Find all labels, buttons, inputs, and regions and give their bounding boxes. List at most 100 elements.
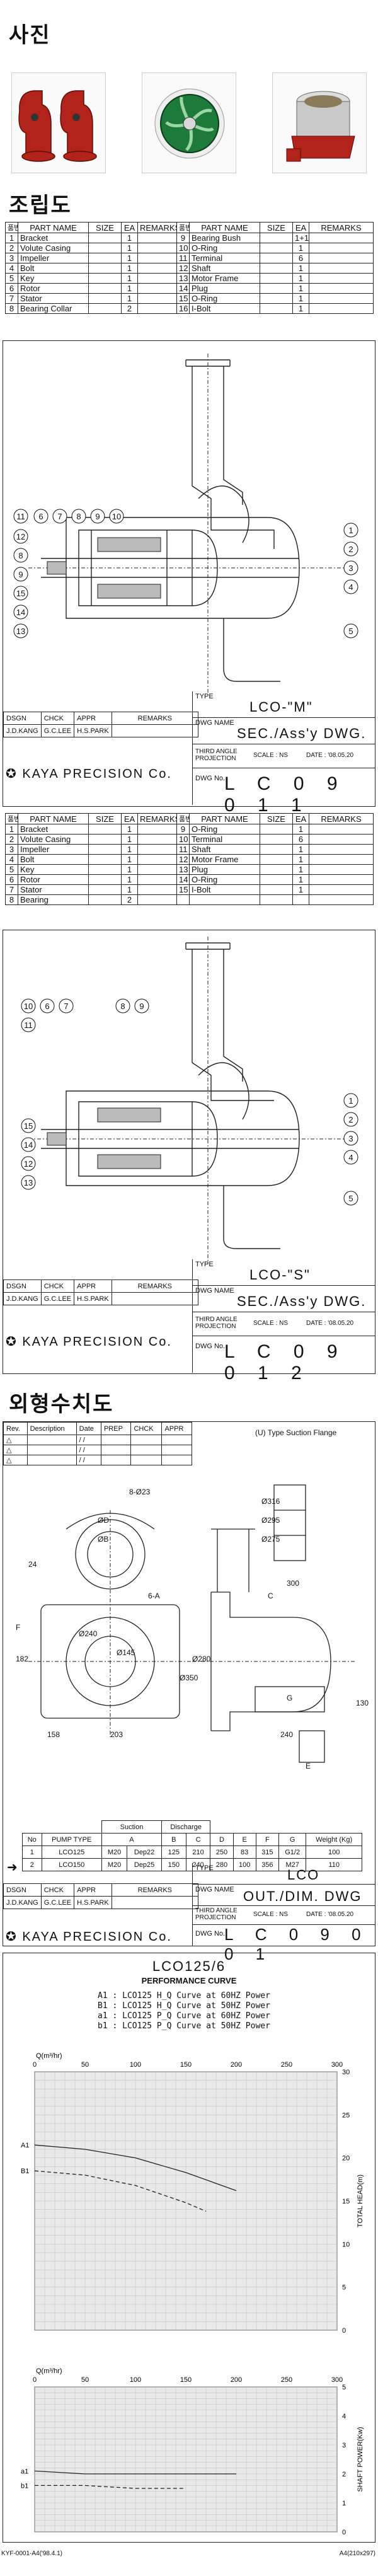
dwg-no-label: DWG No. <box>195 1930 226 1938</box>
svg-text:4: 4 <box>348 1153 353 1162</box>
appr-label: APPR <box>74 1883 112 1897</box>
part-remarks <box>137 293 177 304</box>
part-remarks <box>309 303 374 314</box>
photo-motor <box>272 72 367 173</box>
remarks-label: REMARKS <box>111 1883 199 1897</box>
rev-cell <box>100 1455 132 1465</box>
company-name: ✪ KAYA PRECISION Co. <box>6 1334 172 1349</box>
parts-table-s: 품번 NO PART NAME SIZE EA REMARKS 품번 NO PA… <box>5 813 374 905</box>
svg-text:4: 4 <box>348 582 353 592</box>
part-size <box>260 293 293 304</box>
dwg-number: L C 0 9 0 1 2 <box>224 1341 346 1383</box>
part-size <box>260 844 293 855</box>
dimension-label: Ø316 <box>261 1497 280 1506</box>
part-size <box>260 253 293 263</box>
rev-cell: △ <box>3 1445 28 1455</box>
head-tick-label: 20 <box>342 2155 350 2163</box>
pump-header: B <box>161 1833 186 1846</box>
part-ea: 1 <box>121 824 138 835</box>
power-tick-label: 2 <box>342 2471 346 2478</box>
part-remarks <box>137 844 177 855</box>
company-logo-icon: ✪ <box>6 1930 18 1944</box>
part-remarks <box>309 864 374 875</box>
part-name: Impeller <box>18 253 89 263</box>
part-ea: 1 <box>121 834 138 845</box>
x-tick-top: 0 <box>33 2061 37 2069</box>
part-name: I-Bolt <box>189 884 260 895</box>
svg-text:13: 13 <box>16 627 25 636</box>
part-name: Bracket <box>18 233 89 243</box>
pump-header: PUMP TYPE <box>41 1833 102 1846</box>
date-value: DATE : '08.05.20 <box>306 1320 354 1327</box>
part-no: 15 <box>176 293 190 304</box>
header-ea: EA <box>292 222 309 233</box>
x-tick-mid: 0 <box>33 2376 37 2384</box>
part-ea: 1 <box>121 844 138 855</box>
part-name: Bearing Collar <box>18 303 89 314</box>
part-name: O-Ring <box>189 824 260 835</box>
header-name: PART NAME <box>18 222 89 233</box>
svg-text:8: 8 <box>18 551 23 560</box>
part-no: 12 <box>176 263 190 274</box>
dimension-label: Ø295 <box>261 1516 280 1525</box>
svg-text:1: 1 <box>348 526 353 535</box>
date-value: DATE : '08.05.20 <box>306 1911 354 1918</box>
x-tick-mid: 300 <box>331 2376 343 2384</box>
pump-cell: 250 <box>210 1845 234 1859</box>
part-remarks <box>137 233 177 243</box>
scale-value: SCALE : NS <box>253 1911 289 1918</box>
rev-cell: / / <box>76 1445 101 1455</box>
series-label: b1 <box>21 2482 28 2490</box>
part-remarks <box>309 824 374 835</box>
svg-text:2: 2 <box>348 1115 353 1124</box>
part-size <box>88 233 122 243</box>
svg-text:3: 3 <box>348 1134 353 1143</box>
series-label: A1 <box>21 2142 29 2149</box>
type-label: TYPE <box>195 693 214 700</box>
photos-title: 사진 <box>9 23 51 48</box>
dimension-label: C <box>268 1591 273 1600</box>
head-tick-label: 30 <box>342 2069 350 2076</box>
header-no: 품번 NO <box>176 813 190 824</box>
part-remarks <box>137 874 177 885</box>
flange-caption: (U) Type Suction Flange <box>255 1428 337 1437</box>
x-axis-label: Q(m³/hr) <box>36 2367 62 2375</box>
part-ea: 1 <box>292 864 309 875</box>
svg-text:9: 9 <box>95 512 100 521</box>
company-name: ✪ KAYA PRECISION Co. <box>6 1929 172 1944</box>
part-no: 3 <box>5 253 18 263</box>
head-tick-label: 25 <box>342 2111 350 2119</box>
x-tick-top: 250 <box>281 2061 292 2069</box>
pump-cell: M27 <box>278 1858 307 1871</box>
part-remarks <box>137 864 177 875</box>
part-ea: 1 <box>292 263 309 274</box>
svg-text:11: 11 <box>16 512 25 521</box>
part-remarks <box>137 263 177 274</box>
svg-text:14: 14 <box>24 1140 33 1150</box>
part-ea: 1 <box>121 884 138 895</box>
pump-cell: Dep22 <box>127 1845 162 1859</box>
dwg-name-label: DWG NAME <box>195 1287 234 1295</box>
dimension-label: F <box>16 1623 20 1632</box>
pump-cell: Dep25 <box>127 1858 162 1871</box>
dimension-label: ØB <box>98 1535 108 1544</box>
svg-text:6: 6 <box>38 512 43 521</box>
part-size <box>260 824 293 835</box>
dsgn-value: J.D.KANG <box>3 1292 42 1305</box>
part-name: Terminal <box>189 253 260 263</box>
part-name: Key <box>18 864 89 875</box>
power-tick-label: 4 <box>342 2413 346 2420</box>
header-size: SIZE <box>260 222 293 233</box>
pump-cell: LCO150 <box>41 1858 102 1871</box>
part-ea: 1 <box>121 874 138 885</box>
